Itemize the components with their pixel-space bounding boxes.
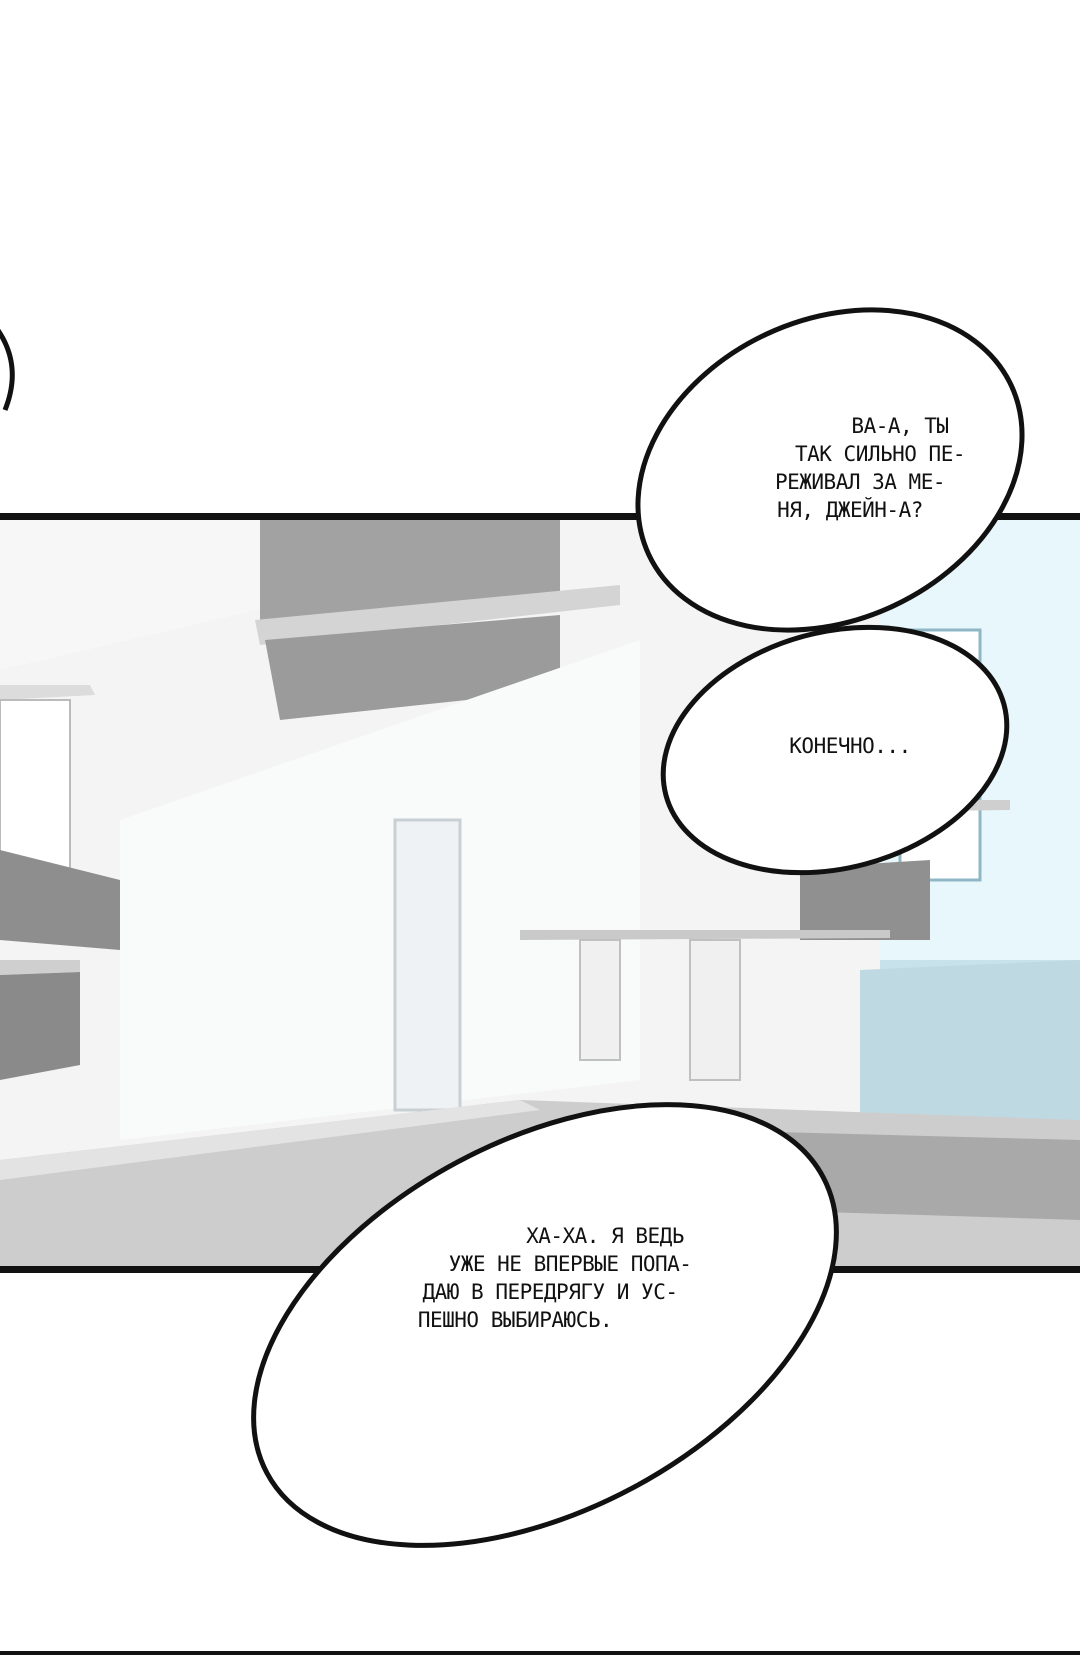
bubble-top-line-4: НЯ, ДЖЕЙН-А? bbox=[777, 498, 923, 522]
bubble-bottom-line-1: ХА-ХА. Я ВЕДЬ bbox=[526, 1224, 684, 1248]
bubble-bottom-text: ХА-ХА. Я ВЕДЬ УЖЕ НЕ ВПЕРВЫЕ ПОПА- ДАЮ В… bbox=[370, 1222, 730, 1334]
bubble-middle-text: КОНЕЧНО... bbox=[760, 732, 940, 760]
bubble-top-line-3: РЕЖИВАЛ ЗА МЕ- bbox=[774, 470, 946, 494]
bubble-bottom-line-2: УЖЕ НЕ ВПЕРВЫЕ ПОПА- bbox=[448, 1252, 692, 1276]
room-illustration bbox=[0, 520, 1080, 1266]
bubble-bottom-line-4: ПЕШНО ВЫБИРАЮСЬ. bbox=[417, 1308, 613, 1332]
bubble-bottom-line-3: ДАЮ В ПЕРЕДРЯГУ И УС- bbox=[422, 1280, 678, 1304]
bubble-top-line-2: ТАК СИЛЬНО ПЕ- bbox=[794, 442, 966, 466]
bubble-top-text: ВА-А, ТЫ ТАК СИЛЬНО ПЕ- РЕЖИВАЛ ЗА МЕ- Н… bbox=[720, 412, 1000, 524]
bubble-top-line-1: ВА-А, ТЫ bbox=[851, 414, 949, 438]
page-bottom-border bbox=[0, 1651, 1080, 1655]
partial-bubble-left bbox=[0, 328, 15, 411]
bubble-middle-line-1: КОНЕЧНО... bbox=[789, 734, 911, 758]
room-panel bbox=[0, 513, 1080, 1273]
